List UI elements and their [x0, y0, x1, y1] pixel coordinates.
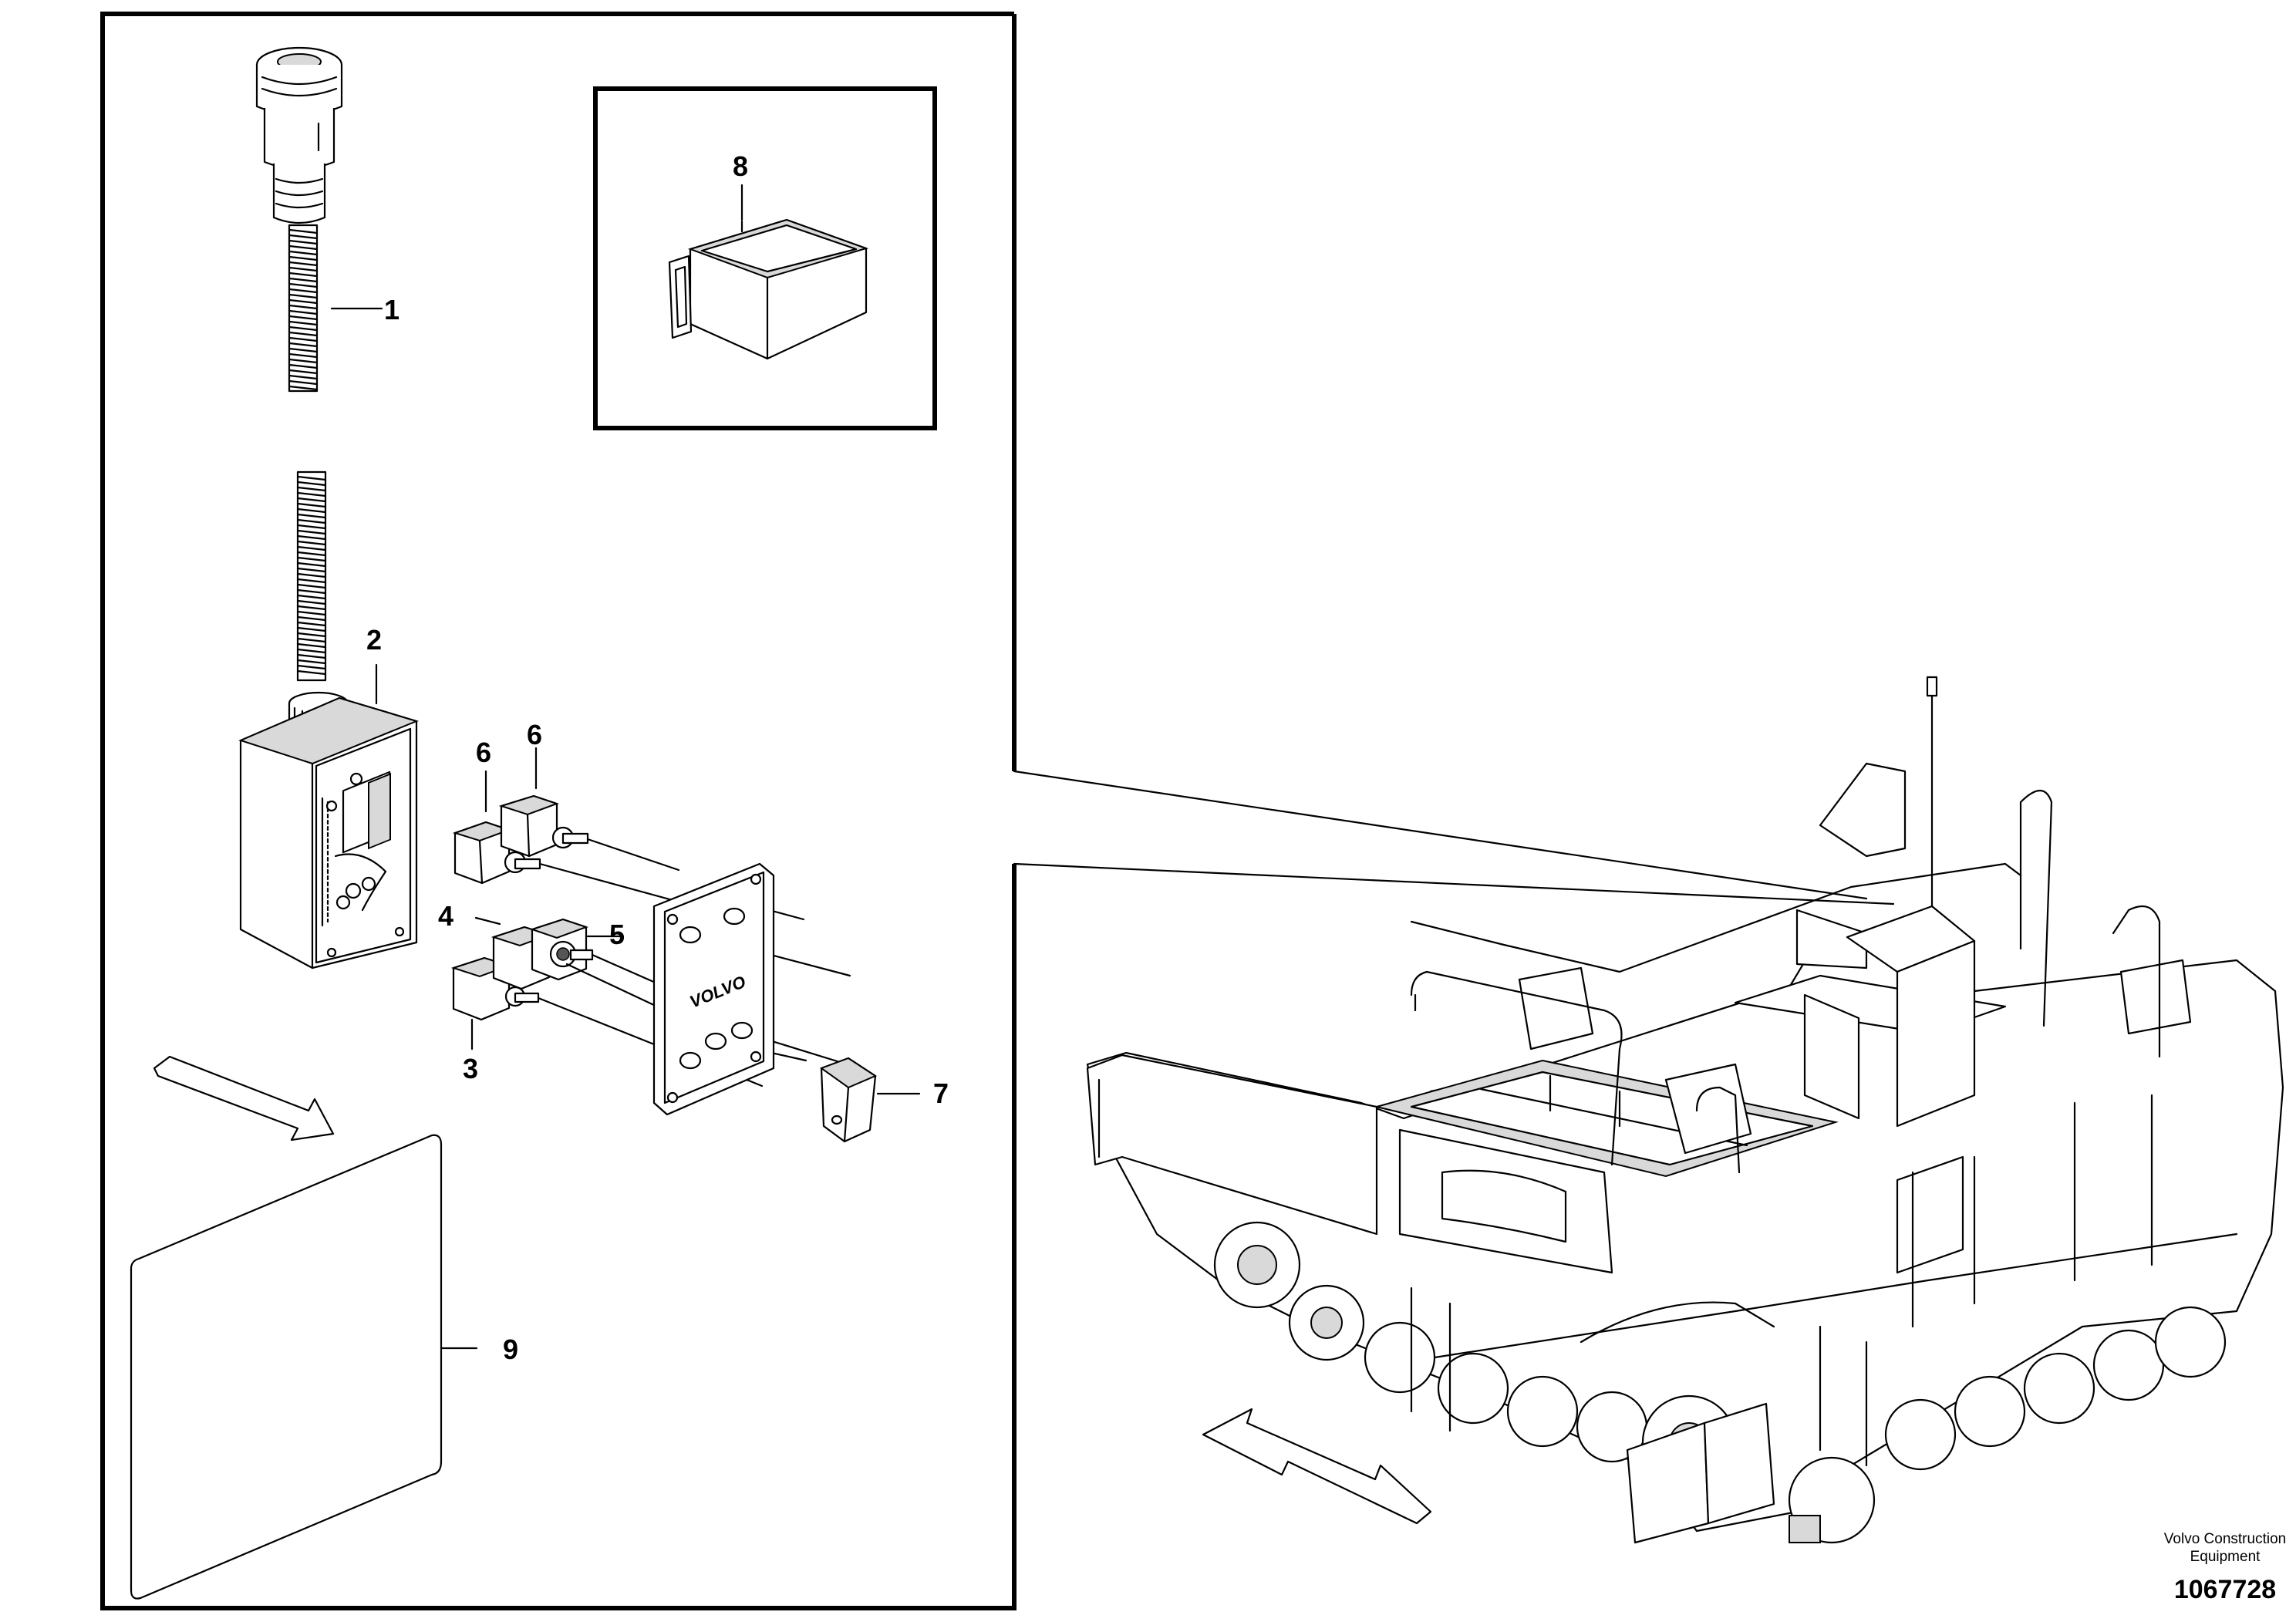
- inset-box-item-8: [593, 86, 937, 430]
- junction-box-item-2: [238, 663, 420, 969]
- drawing-number: 1067728: [2174, 1575, 2276, 1604]
- callout-8: 8: [733, 150, 748, 182]
- callout-1: 1: [384, 294, 400, 325]
- footer-block: Volvo Construction Equipment 1067728: [2164, 1531, 2286, 1604]
- callout-9: 9: [503, 1334, 518, 1365]
- switch-item-6a: [452, 770, 541, 885]
- antenna-cable-item-1: [255, 46, 383, 682]
- paver-machine: [1086, 676, 2284, 1544]
- cap-item-7: [819, 1057, 921, 1143]
- callout-5: 5: [609, 919, 625, 950]
- callout-labels: 1 2 6 6 4 5 3 7 8 9: [366, 150, 949, 1365]
- direction-arrow-icon: [1202, 1408, 1432, 1525]
- control-panel-plate: VOLVO: [652, 862, 775, 1116]
- switch-item-5: [529, 918, 625, 981]
- switch-item-6b: [498, 747, 589, 858]
- direction-arrow-icon: [153, 1055, 335, 1141]
- callout-2: 2: [366, 624, 382, 656]
- brand-line-2: Equipment: [2190, 1549, 2261, 1565]
- callout-7: 7: [933, 1077, 949, 1109]
- antenna-icon: [1926, 676, 1938, 916]
- callout-4: 4: [438, 900, 453, 932]
- callout-6a: 6: [476, 737, 491, 768]
- detail-frame: [100, 12, 1895, 1610]
- brand-line-1: Volvo Construction: [2164, 1531, 2286, 1547]
- decal-sheet-item-9: [130, 1134, 478, 1600]
- callout-3: 3: [463, 1053, 478, 1084]
- callout-6b: 6: [527, 719, 542, 750]
